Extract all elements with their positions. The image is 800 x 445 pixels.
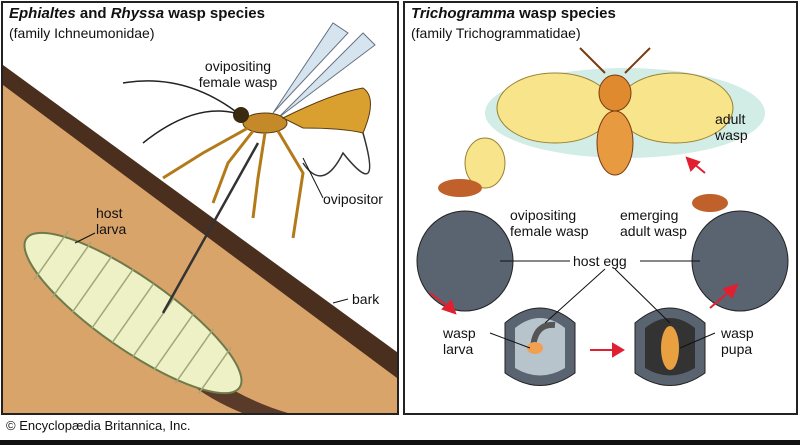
left-panel-subtitle: (family Ichneumonidae) — [9, 25, 155, 41]
copyright-footer: © Encyclopædia Britannica, Inc. — [6, 418, 191, 433]
genus-rhyssa: Rhyssa — [110, 5, 165, 22]
bottom-bar — [0, 440, 800, 445]
label-adult-wasp: adult wasp — [715, 111, 748, 143]
ovipositor-line — [161, 142, 260, 314]
ovipositing-wasp — [438, 137, 506, 197]
emerging-wasp — [692, 194, 728, 212]
label-host-egg: host egg — [573, 253, 627, 269]
label-ovipositor: ovipositor — [323, 191, 383, 207]
label-wasp-larva: wasp larva — [443, 325, 476, 357]
genus-ephialtes: Ephialtes — [9, 5, 76, 22]
label-wasp-pupa: wasp pupa — [721, 325, 754, 357]
left-panel-title: Ephialtes and Rhyssa wasp species — [9, 6, 265, 22]
ichneumonidae-panel: Ephialtes and Rhyssa wasp species (famil… — [1, 1, 399, 415]
trichogrammatidae-panel: Trichogramma wasp species (family Tricho… — [403, 1, 798, 415]
host-larva — [23, 230, 243, 395]
right-panel-title: Trichogramma wasp species — [411, 6, 616, 22]
genus-trichogramma: Trichogramma — [411, 5, 515, 22]
label-host-larva: host larva — [96, 205, 127, 237]
bark — [3, 65, 397, 379]
right-panel-subtitle: (family Trichogrammatidae) — [411, 25, 581, 41]
title-and: and — [75, 5, 111, 22]
label-ovipositing-female-wasp: ovipositing female wasp — [198, 58, 278, 90]
lifecycle-arrows — [429, 156, 739, 358]
title-rest: wasp species — [514, 5, 616, 22]
adult-wasp — [496, 47, 734, 176]
label-bark: bark — [352, 291, 380, 307]
label-emerging-adult-wasp: emerging adult wasp — [620, 207, 687, 239]
ichneumon-wasp — [122, 22, 376, 239]
label-ovipositing-female-wasp: ovipositing female wasp — [510, 207, 589, 239]
title-rest: wasp species — [164, 5, 265, 22]
trichogramma-illustration — [416, 47, 789, 386]
ichneumon-illustration — [3, 22, 397, 413]
